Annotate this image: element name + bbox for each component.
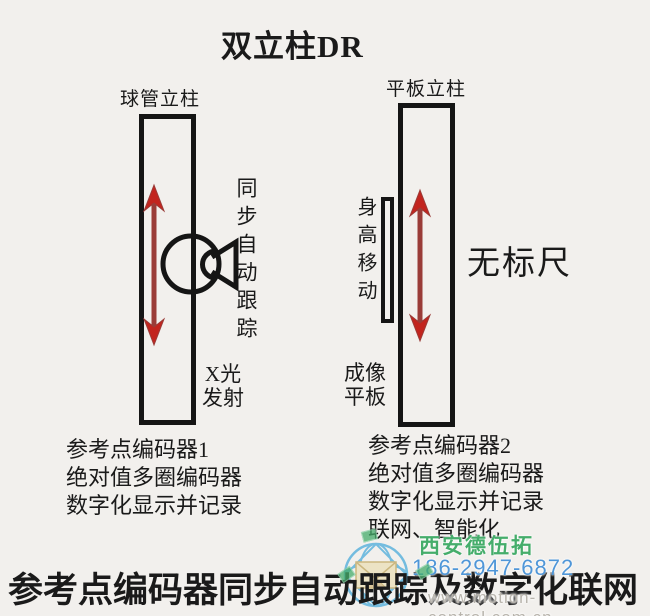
watermark-company: 西安德伍拓 bbox=[419, 535, 534, 558]
encoder2-line4: 联网、智能化 bbox=[368, 517, 501, 542]
footer-title: 参考点编码器同步自动跟踪及数字化联网 bbox=[8, 571, 639, 610]
panel-travel-arrow-icon bbox=[408, 188, 432, 343]
panel-column-label: 平板立柱 bbox=[386, 79, 467, 100]
imaging-panel-line2: 平板 bbox=[344, 385, 386, 409]
encoder2-block: 参考点编码器2 绝对值多圈编码器 数字化显示并记录 联网、智能化 bbox=[368, 432, 544, 544]
height-move-label: 身高移动 bbox=[354, 196, 376, 308]
page-title: 双立柱DR bbox=[221, 29, 364, 64]
xray-emit-label: X光 发射 bbox=[196, 362, 250, 410]
xray-emit-line2: 发射 bbox=[202, 386, 244, 410]
encoder2-line3: 数字化显示并记录 bbox=[368, 489, 545, 514]
sync-tracking-label: 同步自动跟踪 bbox=[234, 177, 258, 345]
encoder1-line1: 参考点编码器1 bbox=[66, 437, 210, 462]
xray-tube-icon bbox=[160, 233, 239, 295]
encoder2-line1: 参考点编码器2 bbox=[368, 433, 512, 458]
imaging-panel-shape bbox=[381, 197, 394, 323]
imaging-panel-label: 成像 平板 bbox=[338, 361, 392, 409]
tube-column-shape bbox=[139, 114, 196, 425]
tube-travel-arrow-icon bbox=[142, 183, 166, 347]
globe-mail-icon bbox=[343, 542, 409, 608]
no-ruler-label: 无标尺 bbox=[467, 246, 572, 282]
encoder1-block: 参考点编码器1 绝对值多圈编码器 数字化显示并记录 bbox=[66, 436, 242, 520]
encoder1-line3: 数字化显示并记录 bbox=[66, 493, 243, 518]
tube-column-label: 球管立柱 bbox=[120, 89, 201, 110]
xray-emit-line1: X光 bbox=[204, 362, 242, 386]
watermark-phone: 186-2947-6872 bbox=[412, 555, 575, 580]
encoder1-line2: 绝对值多圈编码器 bbox=[66, 465, 243, 490]
encoder2-line2: 绝对值多圈编码器 bbox=[368, 461, 545, 486]
watermark-website: www.motion-control.com.cn bbox=[428, 588, 552, 616]
panel-column-shape bbox=[398, 103, 455, 427]
imaging-panel-line1: 成像 bbox=[344, 361, 386, 385]
